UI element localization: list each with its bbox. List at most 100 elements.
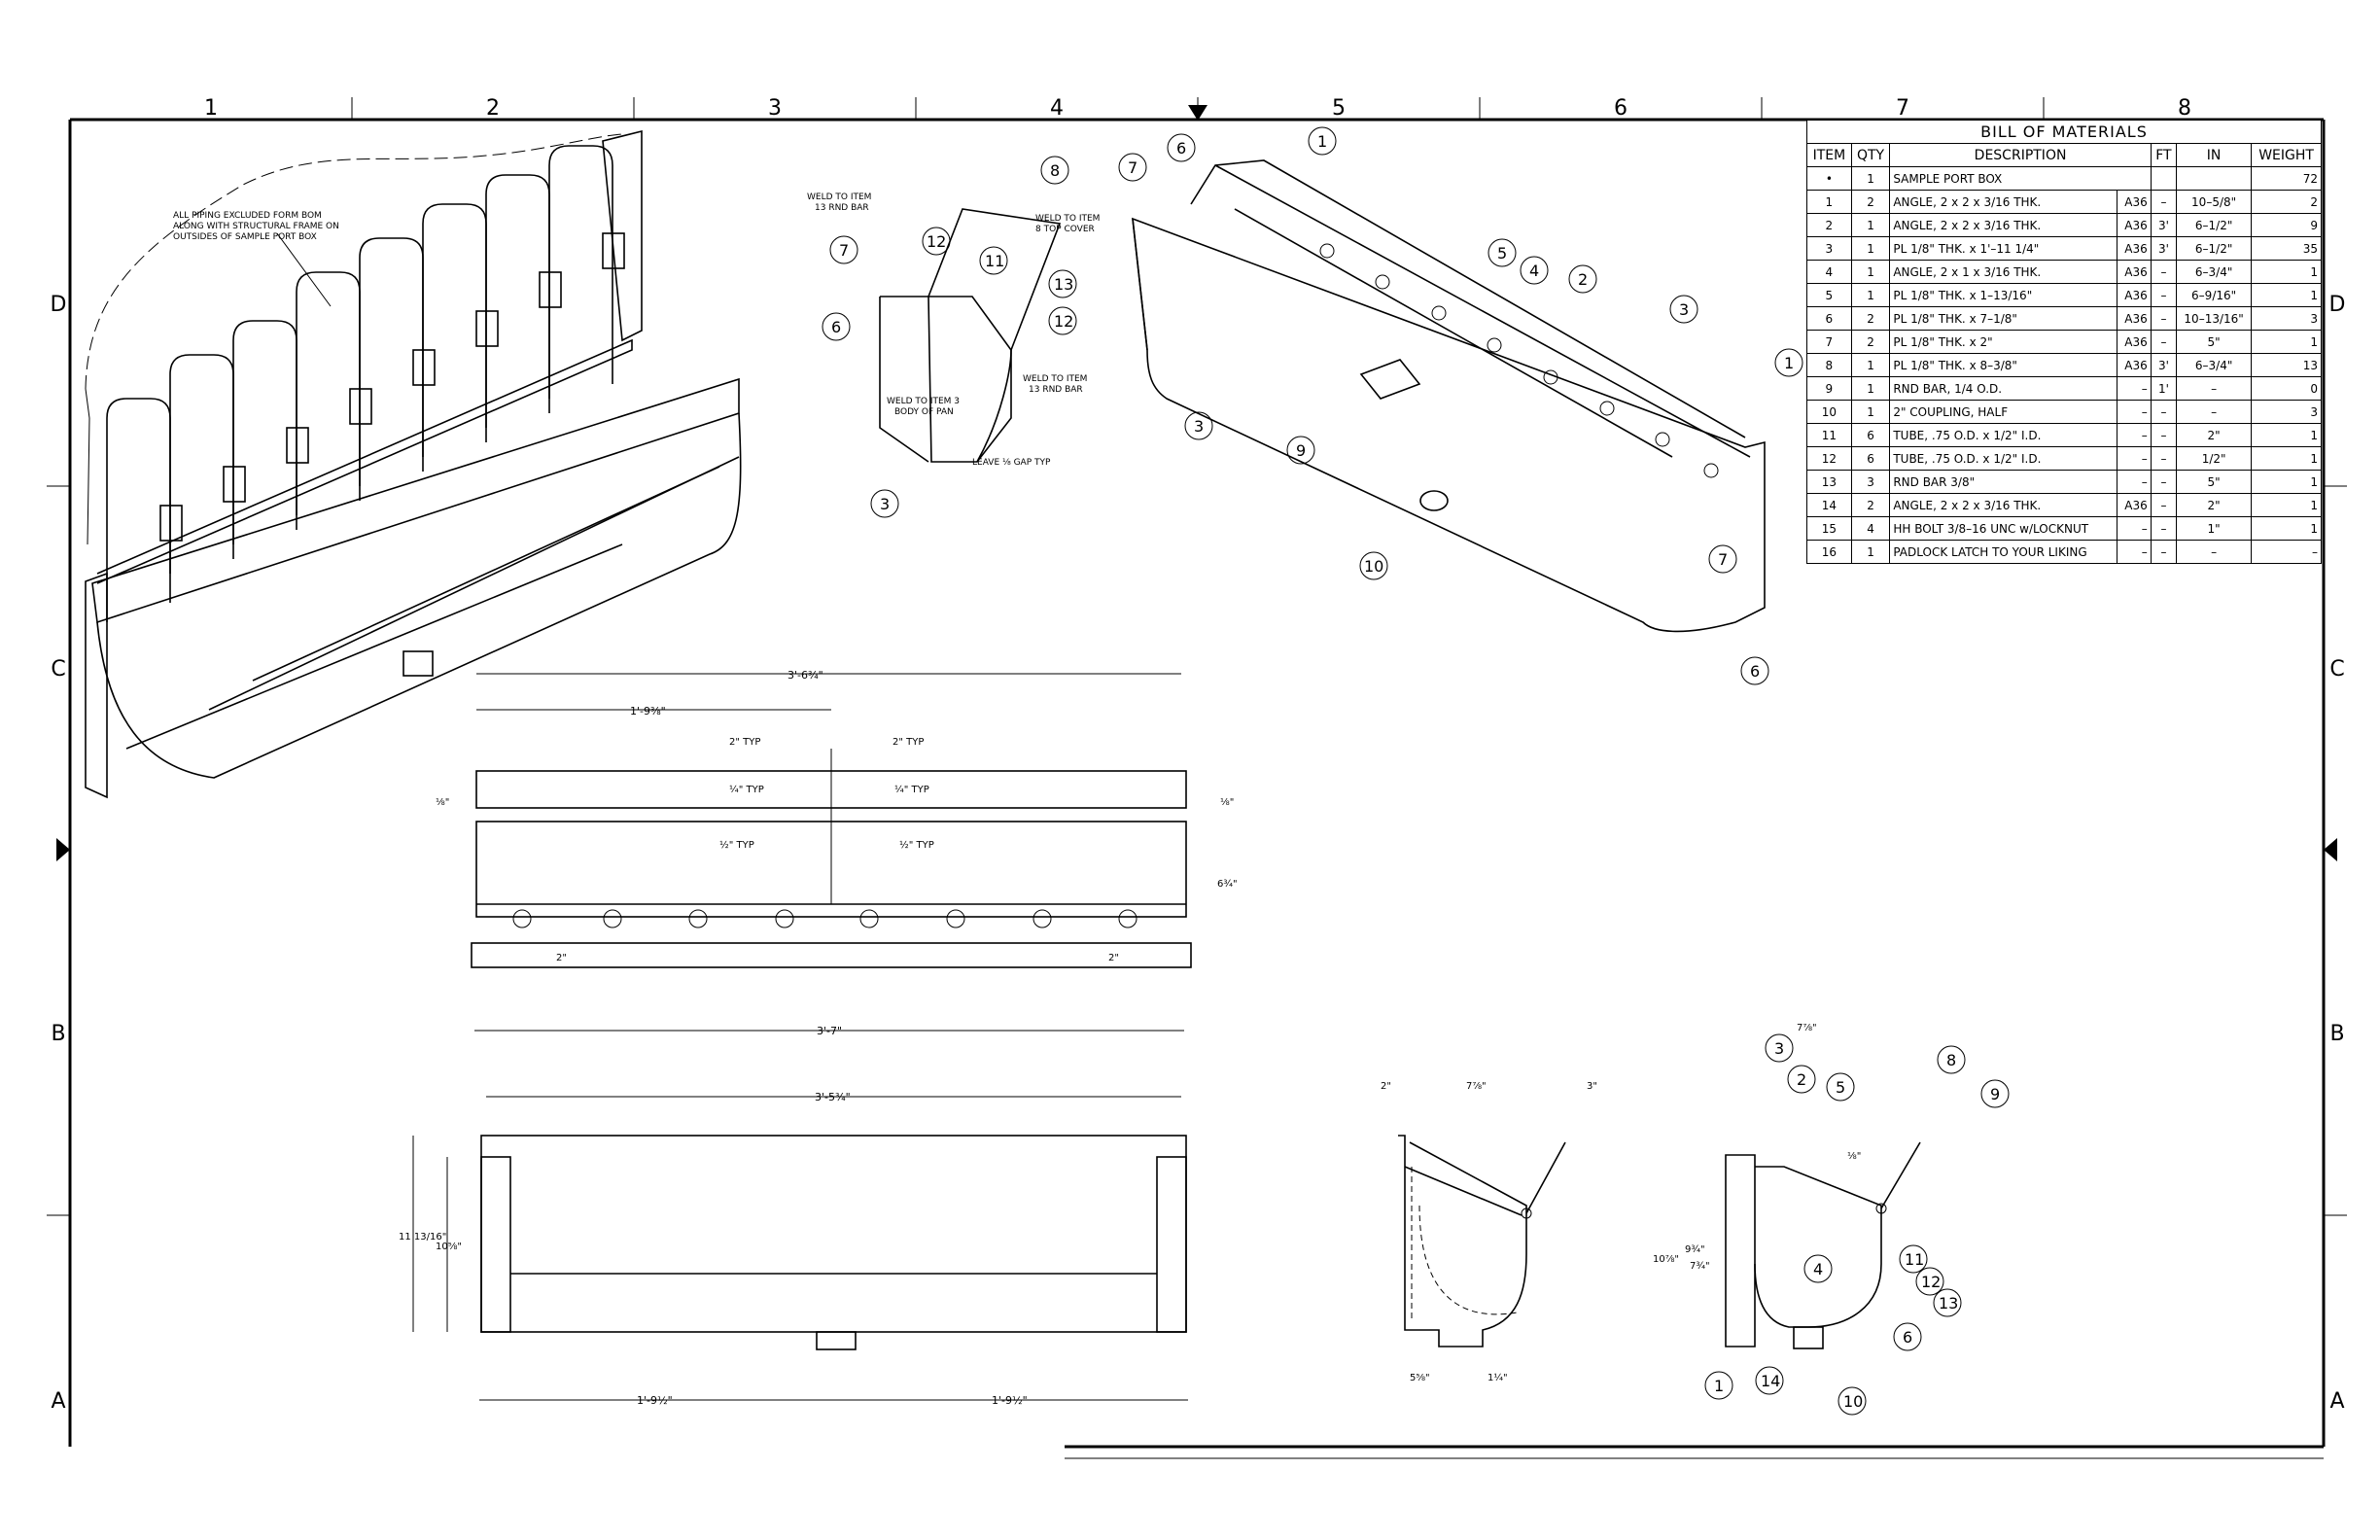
- bom-cell-wt: 13: [2251, 353, 2322, 377]
- bom-cell-qty: 1: [1850, 353, 1891, 377]
- bom-cell-mat: –: [2117, 540, 2152, 564]
- bom-cell-item: 11: [1806, 423, 1852, 447]
- bom-cell-qty: 1: [1850, 260, 1891, 284]
- iso-view-pan: 1 6 7 5 4 2 3 1 3 9 10 7 6: [1118, 126, 1803, 685]
- piping-note-line2: ALONG WITH STRUCTURAL FRAME ON: [173, 222, 339, 231]
- bom-cell-desc: TUBE, .75 O.D. x 1/2" I.D.: [1889, 446, 2118, 471]
- bom-header-in: IN: [2176, 143, 2253, 167]
- zone-row-c-right: C: [2329, 657, 2344, 682]
- bom-cell-ft: –: [2150, 423, 2178, 447]
- bom-cell-desc: PADLOCK LATCH TO YOUR LIKING: [1889, 540, 2118, 564]
- svg-text:12: 12: [927, 232, 946, 251]
- bom-cell-desc: ANGLE, 2 x 2 x 3/16 THK.: [1889, 213, 2118, 237]
- svg-text:7: 7: [839, 241, 849, 260]
- dim-side-3: 3": [1587, 1081, 1597, 1092]
- dim-2-left: 2": [556, 953, 567, 963]
- bom-cell-desc: PL 1/8" THK. x 7–1/8": [1889, 306, 2118, 331]
- bom-cell-mat: A36: [2117, 283, 2152, 307]
- bom-cell-wt: 35: [2251, 236, 2322, 261]
- zone-col-8: 8: [2178, 96, 2191, 121]
- zone-row-a-right: A: [2329, 1389, 2344, 1414]
- dim-12-typ-left: ½" TYP: [719, 839, 754, 851]
- dim-side-5: 5⅝": [1410, 1373, 1430, 1383]
- svg-text:2: 2: [1797, 1070, 1806, 1089]
- bom-cell-in: 5": [2176, 330, 2253, 354]
- bom-cell-ft: –: [2150, 540, 2178, 564]
- svg-text:2: 2: [1578, 270, 1588, 289]
- bom-cell-in: 2": [2176, 493, 2253, 517]
- bom-cell-desc: PL 1/8" THK. x 1–13/16": [1889, 283, 2118, 307]
- bom-cell-qty: 6: [1850, 423, 1891, 447]
- dim-eighth-a: ⅛": [436, 797, 449, 808]
- top-plan-view: 3'-6¾" 1'-9⅜" 2" TYP 2" TYP ¼" TYP ¼" TY…: [436, 669, 1238, 1037]
- svg-text:12: 12: [1054, 312, 1073, 331]
- bom-cell-qty: 2: [1850, 190, 1891, 214]
- svg-text:13: 13: [1939, 1294, 1958, 1312]
- bom-cell-desc: HH BOLT 3/8–16 UNC w/LOCKNUT: [1889, 516, 2118, 541]
- svg-text:5: 5: [1497, 244, 1507, 262]
- bom-cell-in: 5": [2176, 470, 2253, 494]
- bom-cell-desc: TUBE, .75 O.D. x 1/2" I.D.: [1889, 423, 2118, 447]
- bom-cell-qty: 1: [1850, 400, 1891, 424]
- bom-cell-qty: 6: [1850, 446, 1891, 471]
- bom-cell-desc: PL 1/8" THK. x 2": [1889, 330, 2118, 354]
- dim-eighth-b: ⅛": [1220, 797, 1234, 808]
- bom-cell-in: 10–13/16": [2176, 306, 2253, 331]
- bom-cell-qty: 2: [1850, 330, 1891, 354]
- svg-text:8: 8: [1050, 161, 1060, 180]
- zone-row-b-left: B: [51, 1022, 65, 1046]
- bom-cell-desc: 2" COUPLING, HALF: [1889, 400, 2118, 424]
- bom-cell-wt: 0: [2251, 376, 2322, 401]
- bom-cell-ft: –: [2150, 283, 2178, 307]
- bom-cell-in: –: [2176, 540, 2253, 564]
- dim-2-typ-left: 2" TYP: [729, 737, 760, 748]
- bom-cell-in: –: [2176, 400, 2253, 424]
- bom-cell-qty: 4: [1850, 516, 1891, 541]
- bom-cell-wt: 3: [2251, 400, 2322, 424]
- zone-col-3: 3: [768, 96, 782, 121]
- gap-note: LEAVE ⅛ GAP TYP: [972, 458, 1051, 468]
- bom-header-weight: WEIGHT: [2251, 143, 2322, 167]
- svg-text:14: 14: [1761, 1372, 1780, 1390]
- zone-row-d-left: D: [51, 293, 67, 317]
- svg-text:13: 13: [1054, 275, 1073, 294]
- zone-row-b-right: B: [2329, 1022, 2344, 1046]
- bom-cell-qty: 1: [1850, 236, 1891, 261]
- bom-cell-mat: –: [2117, 423, 2152, 447]
- bom-cell-in: 6–3/4": [2176, 353, 2253, 377]
- zone-col-2: 2: [486, 96, 500, 121]
- bom-cell-qty: 1: [1850, 283, 1891, 307]
- bom-cell-item: 16: [1806, 540, 1852, 564]
- bom-cell-qty: 1: [1850, 166, 1891, 191]
- svg-text:6: 6: [1176, 139, 1186, 158]
- bom-cell-wt: 1: [2251, 260, 2322, 284]
- bom-cell-item: 8: [1806, 353, 1852, 377]
- bom-cell-mat: –: [2117, 516, 2152, 541]
- svg-text:10: 10: [1364, 557, 1383, 576]
- bom-cell-in: 6–1/2": [2176, 213, 2253, 237]
- dim-sec-h1: 10⅞": [1653, 1254, 1679, 1265]
- bom-cell-item: 5: [1806, 283, 1852, 307]
- dim-14-typ-right: ¼" TYP: [894, 784, 929, 795]
- bom-title: BILL OF MATERIALS: [1806, 120, 2322, 144]
- weld-note-3-b: BODY OF PAN: [894, 407, 954, 417]
- bom-cell-mat: A36: [2117, 353, 2152, 377]
- side-elevation-view: 2" 7⅞" 3" 5⅝" 1¼": [1381, 1081, 1597, 1383]
- bom-cell-item: 6: [1806, 306, 1852, 331]
- bom-cell-mat: –: [2117, 376, 2152, 401]
- bom-cell-wt: 1: [2251, 330, 2322, 354]
- weld-detail-view: 8 7 12 11 13 12 6 3 WELD TO ITEM 13 RND …: [807, 156, 1100, 518]
- bom-cell-ft: 3': [2150, 236, 2178, 261]
- bom-cell-item: 4: [1806, 260, 1852, 284]
- zone-col-7: 7: [1896, 96, 1909, 121]
- bom-cell-desc: RND BAR, 1/4 O.D.: [1889, 376, 2118, 401]
